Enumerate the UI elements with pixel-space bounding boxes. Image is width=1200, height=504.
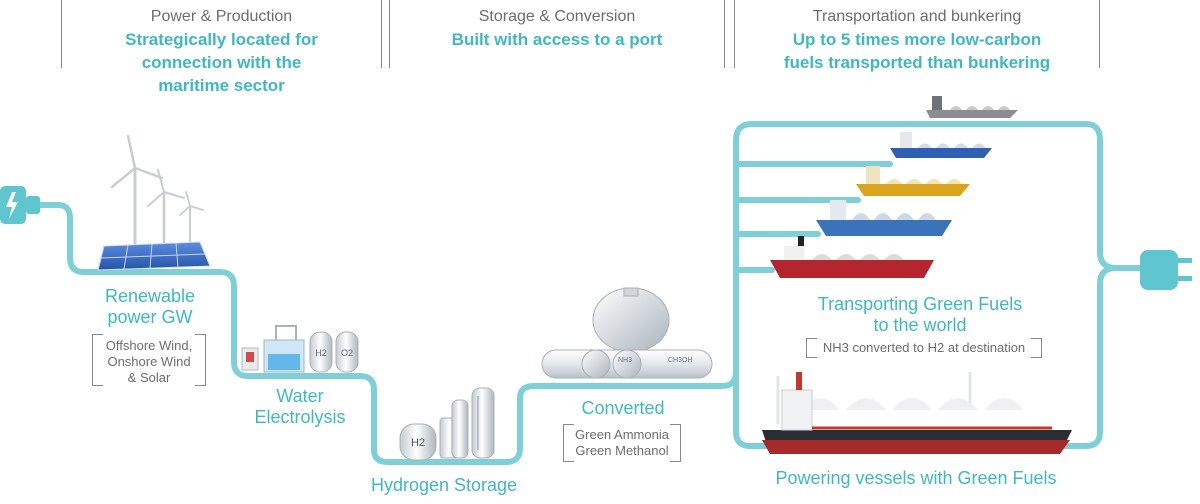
header-storage-conversion: Storage & Conversion Built with access t… bbox=[389, 0, 725, 68]
conversion-plant-icon: NH3 CH3OH bbox=[541, 287, 713, 379]
storage-tank-label: H2 bbox=[411, 437, 425, 449]
tanker-ship-icon bbox=[816, 200, 952, 236]
tanker-ship-icon bbox=[856, 166, 970, 196]
header-category: Power & Production bbox=[150, 8, 293, 25]
o2-tank-label: O2 bbox=[341, 348, 353, 358]
converted-title: Converted bbox=[581, 398, 665, 418]
header-category: Transportation and bunkering bbox=[812, 8, 1022, 25]
renewable-power-title: Renewable power GW bbox=[104, 286, 196, 327]
header-tagline: Built with access to a port bbox=[451, 30, 663, 49]
transporting-details-bracket bbox=[806, 338, 1042, 358]
outlet-plug-icon bbox=[1140, 250, 1192, 290]
electrolyser-icon: H2 O2 bbox=[241, 325, 359, 373]
solar-panel-icon bbox=[97, 241, 211, 271]
converted-details: Green Ammonia Green Methanol bbox=[575, 427, 669, 458]
hydrogen-tank-icon: H2 bbox=[399, 387, 495, 461]
powering-vessels-title: Powering vessels with Green Fuels bbox=[775, 468, 1057, 488]
water-electrolysis-title: Water Electrolysis bbox=[254, 386, 346, 427]
h2-tank-label: H2 bbox=[315, 348, 327, 358]
pipeline bbox=[35, 121, 1151, 465]
header-category: Storage & Conversion bbox=[478, 8, 636, 25]
header-power-production: Power & Production Strategically located… bbox=[61, 0, 382, 95]
renewable-details: Offshore Wind, Onshore Wind & Solar bbox=[105, 338, 193, 385]
tanker-ship-icon bbox=[762, 372, 1072, 454]
nh3-label: NH3 bbox=[618, 357, 632, 364]
renewable-details-bracket bbox=[92, 334, 206, 386]
tanker-ship-icon bbox=[926, 96, 1018, 118]
transporting-details: NH3 converted to H2 at destination bbox=[822, 340, 1026, 355]
header-transportation-bunkering: Transportation and bunkering Up to 5 tim… bbox=[734, 0, 1100, 72]
header-tagline: Up to 5 times more low-carbon fuels tran… bbox=[783, 30, 1051, 72]
tanker-ship-icon bbox=[890, 132, 992, 158]
hydrogen-storage-title: Hydrogen Storage bbox=[370, 475, 518, 495]
ch3oh-label: CH3OH bbox=[668, 357, 693, 364]
transporting-title: Transporting Green Fuels to the world bbox=[817, 294, 1023, 335]
power-plug-icon bbox=[0, 186, 40, 224]
tanker-ship-icon bbox=[770, 236, 934, 278]
converted-details-bracket bbox=[563, 424, 681, 462]
wind-turbine-icon bbox=[110, 134, 204, 250]
header-tagline: Strategically located for connection wit… bbox=[125, 30, 318, 95]
